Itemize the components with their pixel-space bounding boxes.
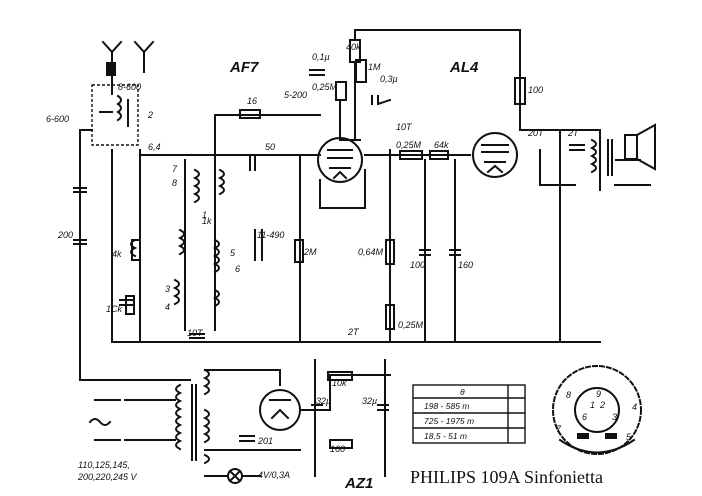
band-row-1: 198 - 585 m (424, 401, 469, 411)
sw-5: 5 (230, 248, 236, 258)
label-mains-1: 110,125,145, (78, 460, 130, 470)
label-025M-c: 0,25M (398, 320, 424, 330)
af7-tube (317, 137, 366, 209)
label-lamp: 4V/0,3A (258, 470, 290, 480)
label-40k: 40k (346, 42, 361, 52)
sw-8: 8 (172, 178, 177, 188)
dial-num-7: 7 (556, 424, 562, 434)
label-100: 100 (528, 85, 543, 95)
label-50: 50 (265, 142, 275, 152)
az1-rectifier (239, 359, 391, 477)
tube-label-al4: AL4 (449, 59, 479, 76)
label-025M-b: 0,25M (396, 140, 422, 150)
rf-coils (130, 168, 225, 308)
tube-label-az1: AZ1 (344, 475, 373, 492)
speaker-icon (614, 123, 656, 186)
dial-num-3: 3 (612, 412, 617, 422)
sw-4: 4 (165, 302, 170, 312)
label-8600: 8-600 (118, 82, 141, 92)
sw-7: 7 (172, 164, 178, 174)
resistors-top (239, 29, 526, 141)
resistors-middle (125, 149, 471, 343)
component-labels: 6-600 8-600 200 6,4 16 5-200 50 11-490 2… (46, 42, 580, 482)
tube-label-af7: AF7 (229, 59, 259, 76)
label-mains-2: 200,220,245 V (77, 472, 138, 482)
wiring-left (73, 114, 381, 381)
al4-tube (472, 132, 518, 178)
band-row-2: 725 - 1975 m (424, 416, 474, 426)
label-1ck: 1Ck (106, 304, 123, 314)
antenna-symbols (101, 40, 155, 76)
label-03u: 0,3µ (380, 74, 398, 84)
label-200: 200 (57, 230, 73, 240)
label-1M: 1M (368, 62, 381, 72)
label-cap-160: 160 (458, 260, 473, 270)
dial-num-8: 8 (566, 390, 571, 400)
sw-3: 3 (165, 284, 170, 294)
page-title: PHILIPS 109A Sinfonietta (410, 467, 603, 487)
sw-1: 1 (202, 210, 207, 220)
output-transformer (519, 129, 641, 343)
label-32u-b: 32µ (362, 396, 377, 406)
label-10T-b: 10T (396, 122, 413, 132)
label-5200: 5-200 (284, 90, 307, 100)
dial-num-6: 6 (582, 412, 587, 422)
label-201: 201 (257, 436, 273, 446)
band-table-header: θ (460, 387, 465, 397)
label-cap-100: 100 (410, 260, 425, 270)
dial-num-2: 2 (599, 400, 605, 410)
label-4k: 4k (112, 249, 122, 259)
label-2M: 2M (303, 247, 317, 257)
mains-input (88, 399, 176, 441)
label-2T-b: 2T (347, 327, 360, 337)
band-table: θ 198 - 585 m 725 - 1975 m 18,5 - 51 m (412, 384, 526, 444)
label-10T: 10T (187, 328, 204, 338)
capacitors-left (119, 154, 263, 339)
band-row-3: 18,5 - 51 m (424, 431, 467, 441)
label-11490: 11-490 (257, 230, 284, 240)
label-16: 16 (247, 96, 257, 106)
label-064M: 0,64M (358, 247, 384, 257)
label-025M: 0,25M (312, 82, 338, 92)
label-2T: 2T (567, 128, 580, 138)
dial-num-4: 4 (632, 402, 637, 412)
sw-2: 2 (147, 110, 153, 120)
wave-switch-dial: 1 2 3 4 5 6 7 8 9 (552, 365, 642, 455)
pilot-lamp-icon (204, 468, 261, 484)
dial-num-5: 5 (626, 432, 632, 442)
sw-6: 6 (235, 264, 240, 274)
label-10k: 10k (332, 378, 347, 388)
dial-num-9: 9 (596, 389, 601, 399)
label-32u-a: 32µ (316, 396, 331, 406)
dial-num-1: 1 (590, 400, 595, 410)
label-64: 6,4 (148, 142, 161, 152)
power-transformer (175, 368, 301, 465)
label-1k: 1k (202, 216, 212, 226)
label-6600: 6-600 (46, 114, 69, 124)
aerial-coil (91, 75, 139, 146)
label-01u: 0,1µ (312, 52, 330, 62)
label-160: 160 (330, 444, 345, 454)
label-64k: 64k (434, 140, 449, 150)
label-20T: 20T (527, 128, 545, 138)
